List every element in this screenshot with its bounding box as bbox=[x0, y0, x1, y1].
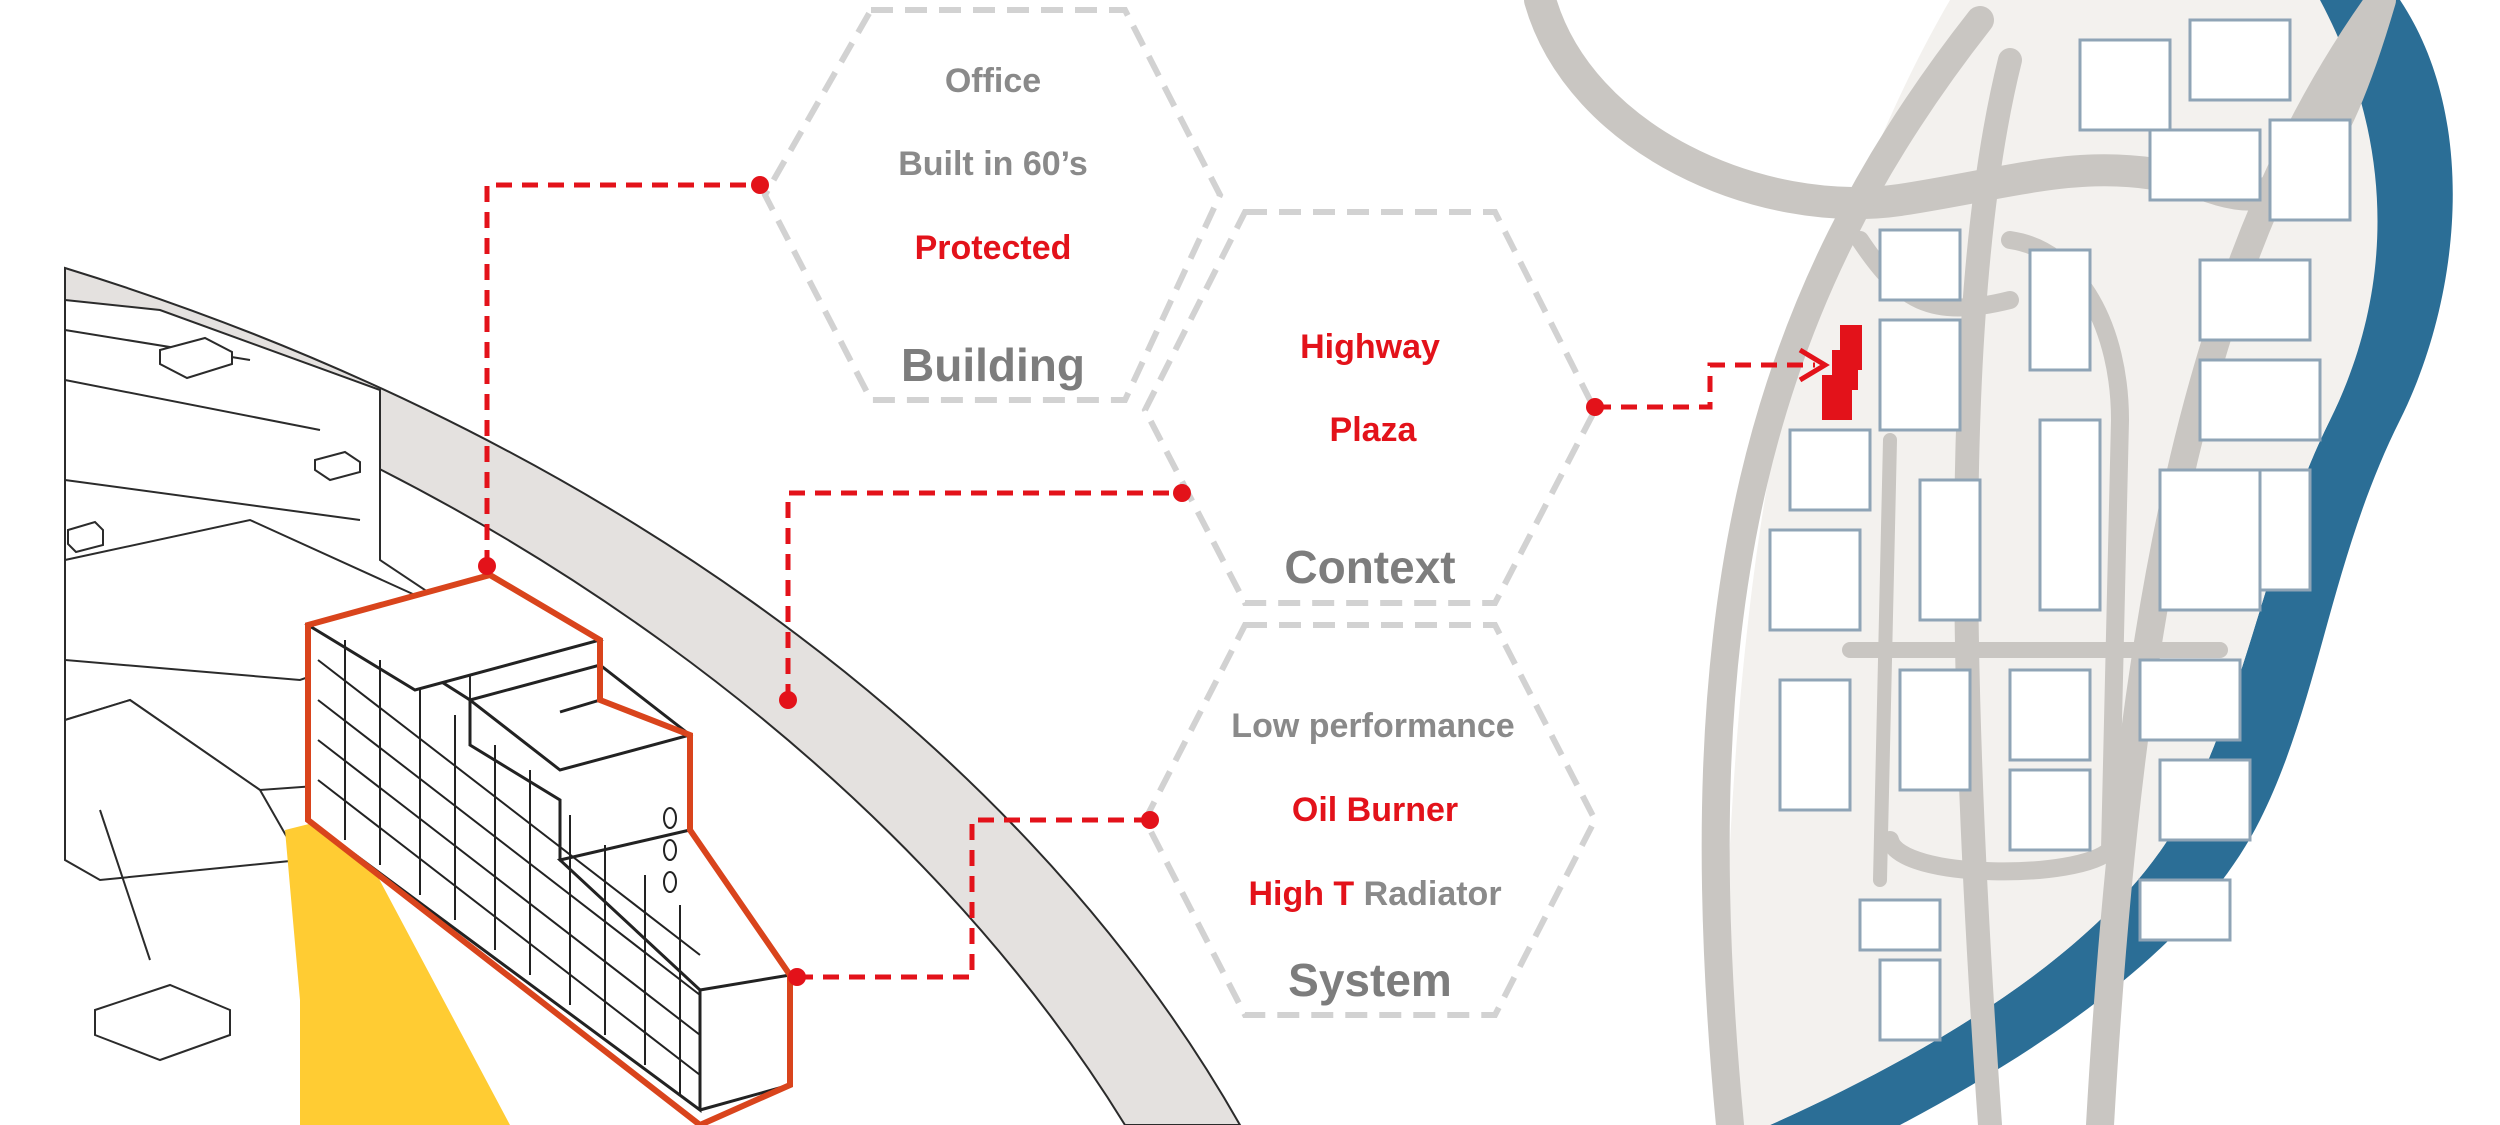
leader-map bbox=[1595, 362, 1815, 410]
context-title: Context bbox=[1284, 541, 1455, 593]
leader-dots bbox=[478, 176, 1604, 986]
system-line-3-highlight: High T bbox=[1248, 875, 1354, 913]
hexagon-frames bbox=[761, 7, 1599, 1018]
building-line-2: Built in 60’s bbox=[898, 145, 1088, 183]
system-line-1: Low performance bbox=[1231, 707, 1514, 745]
system-line-2: Oil Burner bbox=[1292, 791, 1458, 829]
neighbour-blocks bbox=[64, 298, 473, 882]
hexagon-building bbox=[761, 7, 1224, 403]
target-building-icon bbox=[1822, 325, 1862, 420]
context-line-2: Plaza bbox=[1330, 411, 1418, 449]
arrowhead-icon bbox=[1798, 347, 1830, 383]
hexagon-context bbox=[1141, 209, 1599, 606]
river bbox=[1770, 0, 2453, 1125]
building-line-3: Protected bbox=[915, 229, 1072, 267]
leader-lines bbox=[484, 182, 1815, 980]
building-title: Building bbox=[901, 339, 1085, 391]
context-line-1: Highway bbox=[1300, 328, 1440, 366]
rooftop-boxes bbox=[67, 336, 361, 1062]
leader-system bbox=[797, 817, 1150, 980]
system-line-3: High T Radiator bbox=[1248, 875, 1501, 913]
city-map-icon bbox=[1524, 0, 2453, 1125]
axonometric-site bbox=[64, 266, 1242, 1125]
plaza-ground bbox=[285, 815, 510, 1125]
building-line-1: Office bbox=[945, 62, 1041, 100]
building-axonometric-icon bbox=[304, 571, 793, 1125]
building-windows bbox=[317, 640, 701, 1095]
building-outline bbox=[305, 571, 793, 1125]
leader-context bbox=[785, 490, 1182, 700]
map-buildings bbox=[1768, 18, 2352, 1042]
system-line-3-rest: Radiator bbox=[1354, 875, 1501, 913]
system-title: System bbox=[1288, 954, 1452, 1006]
